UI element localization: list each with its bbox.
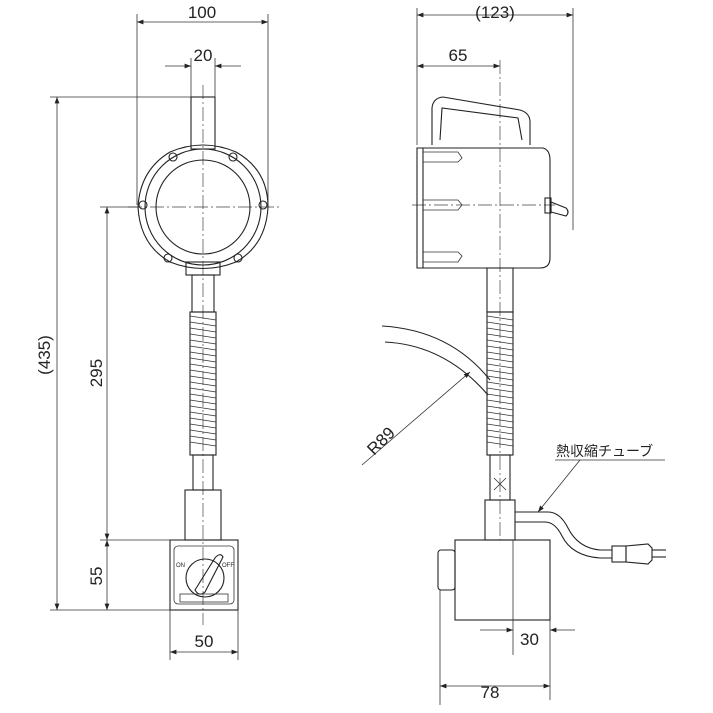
power-cord [381,325,666,565]
switch-off-label: OFF [222,563,234,569]
svg-text:55: 55 [87,567,106,586]
flexible-arm-front [189,311,217,456]
dimension-r89: R89 [361,371,471,466]
heat-shrink-tube-callout: 熱収縮チューブ [537,443,665,513]
dimension-123: (123) [416,3,574,230]
front-view: ON OFF 100 20 (435) 295 55 [35,3,280,660]
dimension-100: 100 [136,3,269,205]
svg-text:R89: R89 [363,423,398,458]
magnet-base-front: ON OFF [169,539,239,611]
svg-text:295: 295 [87,359,106,387]
side-view: (123) 65 R89 熱収縮チューブ 30 78 [361,3,666,705]
svg-text:50: 50 [195,632,214,651]
switch-on-label: ON [176,563,185,569]
plug [625,543,653,565]
dimension-295: 295 [87,206,185,541]
svg-text:78: 78 [481,683,500,702]
magnet-base-side [437,539,551,621]
svg-text:20: 20 [194,46,213,65]
toggle-switch[interactable] [550,201,569,217]
svg-text:100: 100 [188,3,216,22]
lamp-head-front [137,144,269,276]
cord-sleeve [611,545,627,563]
svg-text:(435): (435) [35,335,54,375]
dimension-50: 50 [169,610,239,660]
svg-text:熱収縮チューブ: 熱収縮チューブ [556,443,653,460]
dimension-435: (435) [35,96,191,611]
svg-text:65: 65 [449,46,468,65]
dimension-55: 55 [87,540,110,610]
svg-text:(123): (123) [475,3,515,22]
dimension-30: 30 [480,540,575,700]
dimension-65: 65 [417,46,500,69]
svg-text:30: 30 [520,630,539,649]
dimension-20: 20 [165,46,241,97]
dimension-78: 78 [439,590,550,705]
lamp-head-side [416,96,569,269]
switch-knob[interactable] [194,554,224,595]
